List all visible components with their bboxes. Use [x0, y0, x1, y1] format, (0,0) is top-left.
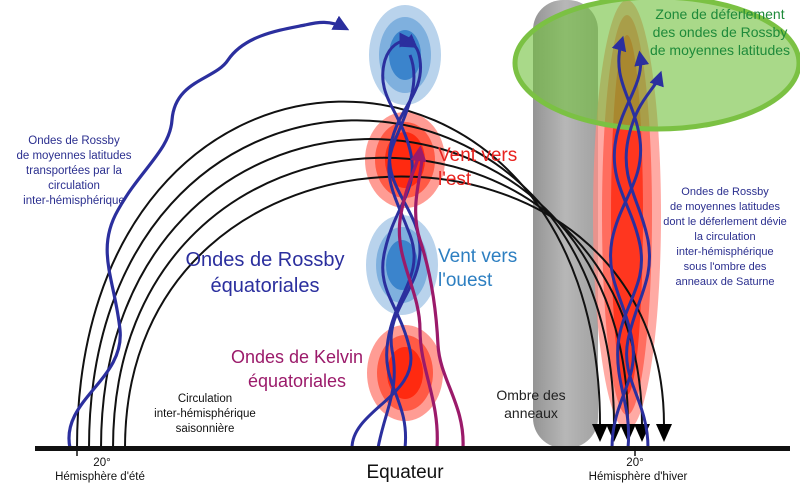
equator-label: Equateur	[366, 462, 444, 483]
breaking-zone-label: Zone de déferlement des ondes de Rossby …	[649, 6, 791, 58]
right-degree-label: 20°	[626, 457, 644, 469]
equatorial-kelvin-waves	[397, 145, 465, 449]
summer-hemisphere-label: Hémisphère d'été	[55, 471, 145, 483]
deflecting-rossby-waves	[609, 35, 664, 449]
rossby-transport-label: Ondes de Rossby de moyennes latitudes tr…	[16, 135, 132, 207]
equatorial-rossby-waves	[350, 32, 423, 449]
ring-shadow-label: Ombre des anneaux	[496, 387, 566, 421]
west-wind-top-blob	[369, 5, 441, 105]
east-wind-label: Vent vers l'est	[438, 145, 518, 190]
west-wind-label: Vent vers l'ouest	[438, 246, 518, 291]
left-degree-label: 20°	[93, 457, 111, 469]
ground-axis	[35, 446, 790, 451]
rossby-transport-wave	[67, 15, 350, 449]
equatorial-kelvin-label: Ondes de Kelvin équatoriales	[230, 347, 364, 391]
circulation-label: Circulation inter-hémisphérique saisonni…	[154, 393, 256, 435]
descent-arrowheads	[592, 424, 672, 442]
equatorial-rossby-label: Ondes de Rossby équatoriales	[185, 249, 345, 297]
axis-ticks	[76, 446, 636, 456]
breaking-zone	[512, 0, 800, 132]
winter-hemisphere-label: Hémisphère d'hiver	[588, 471, 688, 483]
rossby-deflect-label: Ondes de Rossby de moyennes latitudes do…	[663, 186, 787, 288]
